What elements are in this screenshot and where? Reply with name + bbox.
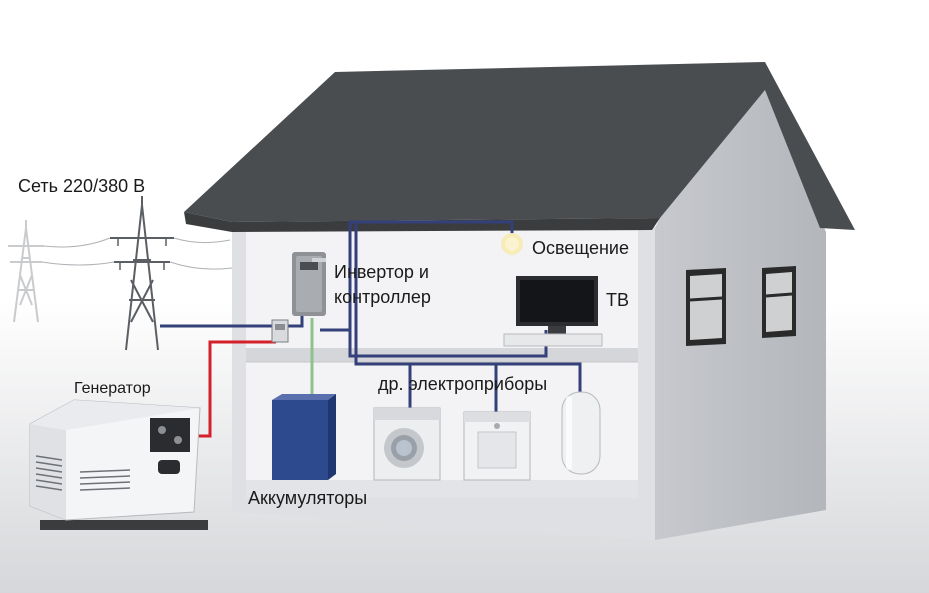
wiring xyxy=(160,220,582,438)
tv-label: ТВ xyxy=(606,290,630,310)
power-pylon-icon xyxy=(8,196,233,351)
side-window xyxy=(762,266,796,338)
water-heater-icon xyxy=(561,391,601,475)
meter-box xyxy=(271,319,289,343)
inverter-label-line2: контроллер xyxy=(334,287,431,307)
roof xyxy=(184,62,855,230)
battery-icon xyxy=(272,394,336,480)
tv-icon xyxy=(503,276,603,347)
dryer-icon xyxy=(463,411,531,481)
batteries-label: Аккумуляторы xyxy=(248,488,368,508)
side-window xyxy=(686,268,726,346)
grid-label: Сеть 220/380 В xyxy=(18,176,146,196)
lamp-icon xyxy=(501,233,523,255)
washing-machine-icon xyxy=(373,407,441,481)
inverter-label-line1: Инвертор и xyxy=(334,262,429,282)
lighting-label: Освещение xyxy=(532,238,629,258)
appliances-label: др. электроприборы xyxy=(378,374,548,394)
inverter-icon xyxy=(292,252,326,316)
generator-icon xyxy=(29,399,208,530)
generator-label: Генератор xyxy=(74,380,151,397)
